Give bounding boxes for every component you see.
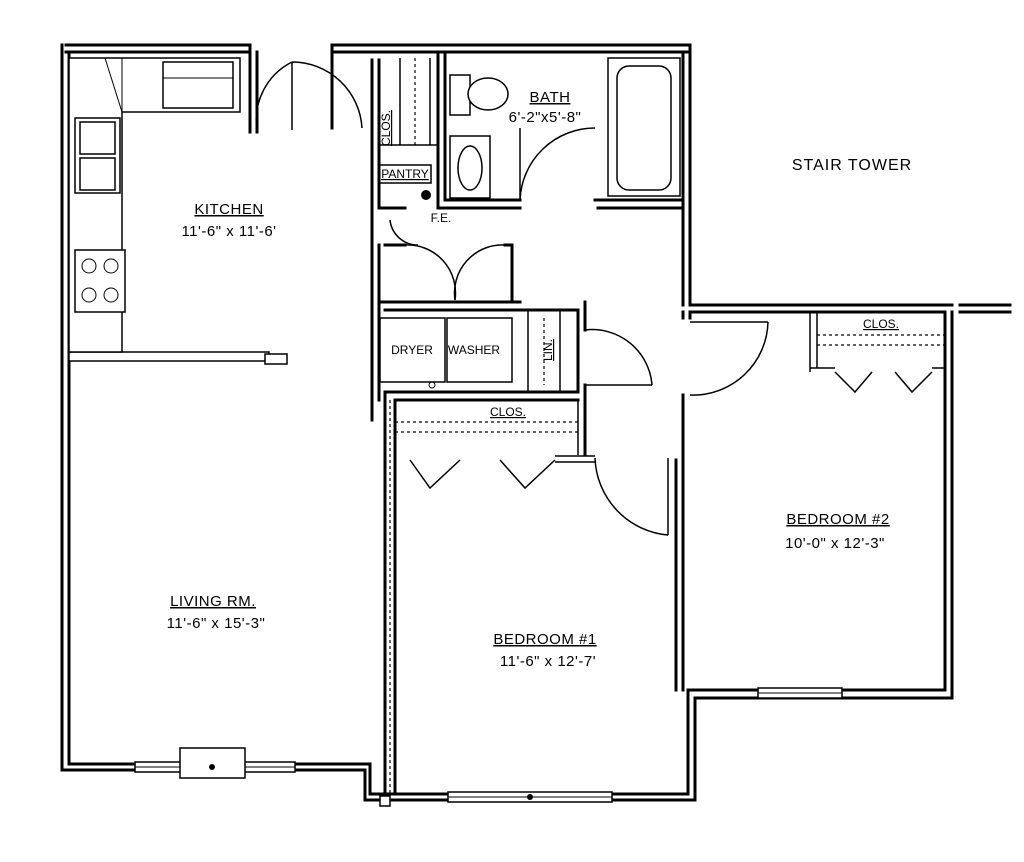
- stove: [74, 249, 126, 313]
- kitchen-dims: 11'-6" x 11'-6': [181, 223, 276, 240]
- pantry-label: PANTRY: [381, 167, 429, 181]
- toilet-tank: [449, 74, 471, 116]
- bath-closet-label: CLOS.: [379, 110, 393, 146]
- kitchen-name: KITCHEN: [194, 201, 263, 218]
- bath-fixtures: [378, 57, 681, 200]
- washer: [446, 317, 513, 383]
- interior-walls: [68, 43, 692, 802]
- bath-name: BATH: [530, 89, 571, 106]
- toilet: [467, 77, 509, 111]
- doors: [255, 61, 945, 536]
- bedroom2-dims: 10'-0" x 12'-3": [785, 535, 885, 552]
- bedroom2-closet-label: CLOS.: [863, 317, 899, 331]
- bath-dims: 6'-2"x5'-8": [509, 109, 582, 126]
- washer-label: WASHER: [448, 343, 501, 357]
- bedroom1-dims: 11'-6" x 12'-7': [500, 653, 596, 670]
- dryer: [379, 317, 446, 383]
- living-name: LIVING RM.: [170, 593, 256, 610]
- refrigerator: [162, 61, 234, 109]
- bedroom1-name: BEDROOM #1: [493, 631, 596, 648]
- kitchen-cabinets: [68, 57, 241, 353]
- fire-extinguisher-label: F.E.: [431, 211, 452, 225]
- dryer-label: DRYER: [391, 343, 433, 357]
- living-dims: 11'-6" x 15'-3": [167, 615, 266, 632]
- hall-closet-label: CLOS.: [490, 405, 526, 419]
- stair-tower-label: STAIR TOWER: [792, 157, 912, 174]
- bedroom2-name: BEDROOM #2: [786, 511, 889, 528]
- linen-label: LIN.: [541, 339, 555, 361]
- laundry: [379, 310, 561, 392]
- fire-extinguisher-icon: [421, 190, 431, 200]
- room-labels: KITCHEN 11'-6" x 11'-6' BATH 6'-2"x5'-8"…: [167, 89, 912, 670]
- windows: [134, 687, 843, 807]
- closet-shelves: [389, 334, 945, 794]
